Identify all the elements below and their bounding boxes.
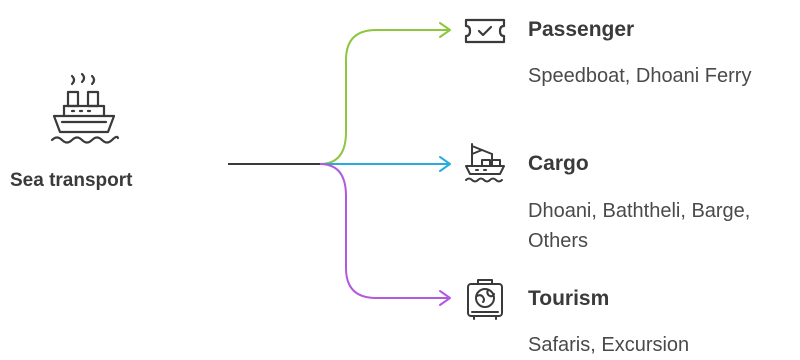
- arrowhead-passenger: [439, 22, 451, 38]
- arrowhead-cargo: [439, 156, 451, 172]
- ship-icon: [50, 72, 120, 144]
- branch-title-tourism: Tourism: [528, 287, 610, 310]
- branch-title-cargo: Cargo: [528, 152, 589, 175]
- ticket-icon: [464, 18, 506, 44]
- branch-connector-passenger: [319, 29, 448, 165]
- branch-description-passenger: Speedboat, Dhoani Ferry: [528, 65, 752, 87]
- branch-title-passenger: Passenger: [528, 18, 635, 41]
- arrowhead-tourism: [439, 290, 451, 306]
- cargo-crane-ship-icon: [465, 143, 505, 183]
- branch-description-tourism: Safaris, Excursion: [528, 334, 690, 356]
- suitcase-globe-icon: [467, 279, 503, 320]
- branch-description-cargo: Dhoani, Baththeli, Barge, Others: [528, 200, 751, 252]
- root-label: Sea transport: [10, 170, 133, 191]
- branch-connector-tourism: [319, 163, 448, 299]
